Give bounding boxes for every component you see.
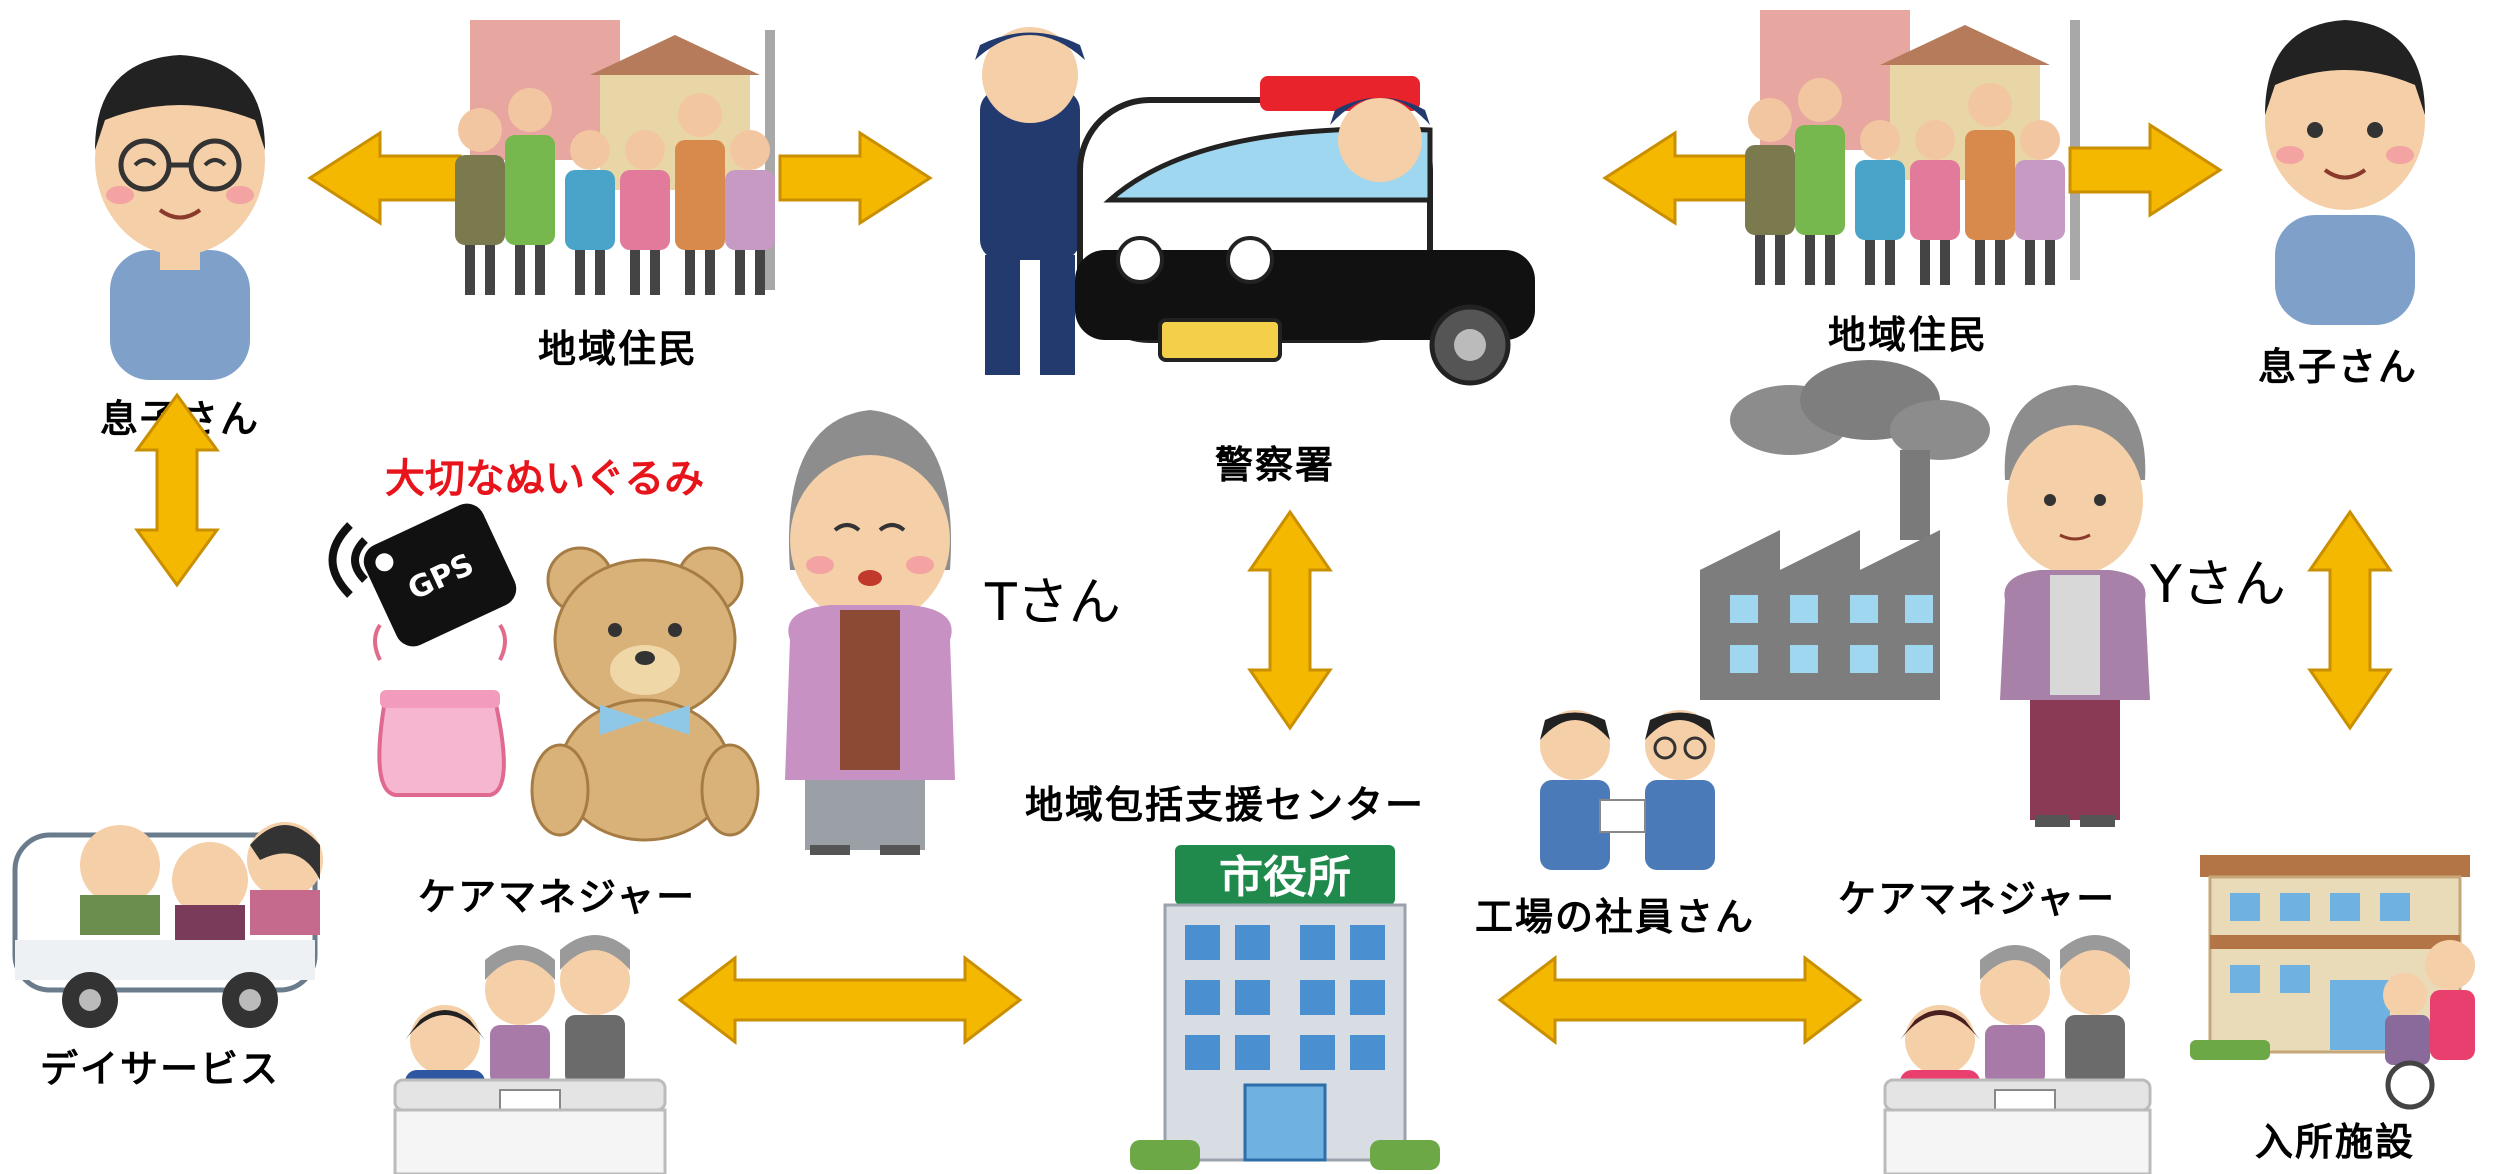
arrow-police-center [1247, 509, 1333, 731]
arrow-son-left-daycare [134, 392, 220, 588]
arrow-center-care-manager-right [1497, 954, 1863, 1046]
gps-tag-icon: GPS [363, 503, 517, 647]
drawstring-pouch-icon [373, 623, 507, 797]
facility-label: 入所施設 [2255, 1120, 2415, 1164]
arrow-residents-to-son-left [308, 131, 462, 225]
police-station-illustration [975, 27, 1535, 386]
t-san-figure [785, 410, 955, 855]
police-label: 警察署 [1215, 443, 1335, 487]
son-left-figure [95, 55, 265, 380]
factory-illustration [1700, 360, 1990, 700]
care-manager-left-scene [393, 935, 667, 1174]
center-label: 地域包括支援センター [1025, 783, 1425, 827]
city-hall-sign: 市役所 [1219, 852, 1351, 903]
daycare-van-illustration [12, 822, 323, 1028]
care-manager-right-label: ケアマネジャー [1838, 877, 2116, 921]
t-san-label: Tさん [984, 573, 1121, 633]
factory-staff-illustration [1540, 710, 1715, 870]
son-right-figure [2265, 20, 2425, 325]
city-hall-building: 市役所 [1130, 845, 1440, 1170]
care-manager-right-scene [1883, 935, 2152, 1174]
arrow-residents-right-to-police [1603, 131, 1757, 225]
care-facility-building [2190, 855, 2475, 1110]
son-right-label: 息子さん [2258, 345, 2418, 389]
y-san-label: Yさん [2149, 555, 2286, 615]
arrow-residents-to-son-right [2068, 123, 2222, 217]
residents-right-group [1745, 10, 2080, 285]
factory-staff-label: 工場の社員さん [1475, 895, 1755, 939]
teddy-bear-icon [530, 546, 760, 842]
wireless-signal-icon [328, 522, 368, 598]
y-san-figure [2000, 385, 2150, 827]
residents-left-label: 地域住民 [538, 327, 698, 371]
residents-left-group [455, 20, 775, 295]
precious-toy-label: 大切なぬいぐるみ [385, 456, 704, 502]
care-manager-left-label: ケアマネジャー [418, 875, 696, 919]
arrow-care-manager-left-center [677, 954, 1023, 1046]
arrow-son-right-facility [2307, 509, 2393, 731]
daycare-label: デイサービス [40, 1047, 280, 1091]
residents-right-label: 地域住民 [1828, 313, 1988, 357]
arrow-residents-to-police [778, 131, 932, 225]
